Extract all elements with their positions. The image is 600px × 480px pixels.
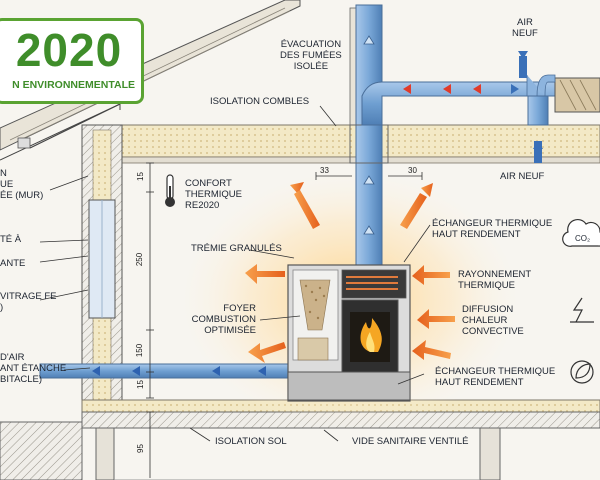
left-label-wall: N UE ÉE (MUR): [0, 168, 44, 201]
comfort-label: CONFORT THERMIQUE RE2020: [185, 178, 242, 211]
attic-insulation-label: ISOLATION COMBLES: [210, 96, 310, 107]
co2-cloud-icon: [562, 218, 600, 247]
air-intake-duct: [39, 363, 291, 379]
convective-label: DIFFUSION CHALEUR CONVECTIVE: [462, 304, 524, 337]
pellet-hopper-label: TRÉMIE GRANULÉS: [191, 243, 282, 254]
combustion-label: FOYER COMBUSTION OPTIMISÉE: [191, 303, 256, 336]
dim-95: 95: [135, 444, 145, 453]
dim-250: 250: [135, 252, 145, 267]
fresh-air-top-label: AIR NEUF: [512, 17, 538, 39]
fresh-air-right-label: AIR NEUF: [500, 171, 545, 182]
dim-150: 150: [135, 343, 145, 358]
attic-insulation: [81, 124, 600, 158]
badge-year: 2020: [15, 24, 123, 76]
leader-lines: [39, 105, 431, 442]
dim-15-bottom: 15: [135, 380, 145, 389]
thermometer-icon: [165, 174, 175, 207]
dim-33: 33: [320, 166, 329, 175]
dimension-lines: [146, 162, 423, 478]
radiation-label: RAYONNEMENT THERMIQUE: [458, 269, 532, 291]
left-label-3: ANTE: [0, 258, 26, 269]
fresh-air-duct-top: [361, 51, 600, 163]
crawlspace-label: VIDE SANITAIRE VENTILÉ: [352, 436, 469, 447]
left-label-glazing: VITRAGE FE ): [0, 291, 57, 313]
pellet-stove: [287, 264, 411, 402]
re2020-badge: 2020 N ENVIRONNEMENTALE: [0, 18, 144, 104]
badge-subtitle: N ENVIRONNEMENTALE: [12, 79, 135, 91]
left-label-air: D'AIR ANT ÉTANCHE BITACLE): [0, 352, 67, 385]
dim-30: 30: [408, 166, 417, 175]
dim-15-top: 15: [135, 172, 145, 181]
flue-label: ÉVACUATION DES FUMÉES ISOLÉE: [280, 39, 342, 72]
heat-exchanger-top-label: ÉCHANGEUR THERMIQUE HAUT RENDEMENT: [432, 218, 553, 240]
heat-arrows: [245, 182, 455, 363]
floor-insulation-label: ISOLATION SOL: [215, 436, 287, 447]
left-label-2: TÉ À: [0, 234, 22, 245]
co2-icon-text: CO₂: [575, 234, 591, 243]
leaf-icon: [570, 360, 594, 384]
flue-pipe: [349, 4, 389, 268]
roof: [0, 0, 301, 161]
lightning-icon: [570, 297, 594, 323]
left-wall: [81, 124, 123, 410]
heat-exchanger-bottom-label: ÉCHANGEUR THERMIQUE HAUT RENDEMENT: [435, 366, 556, 388]
